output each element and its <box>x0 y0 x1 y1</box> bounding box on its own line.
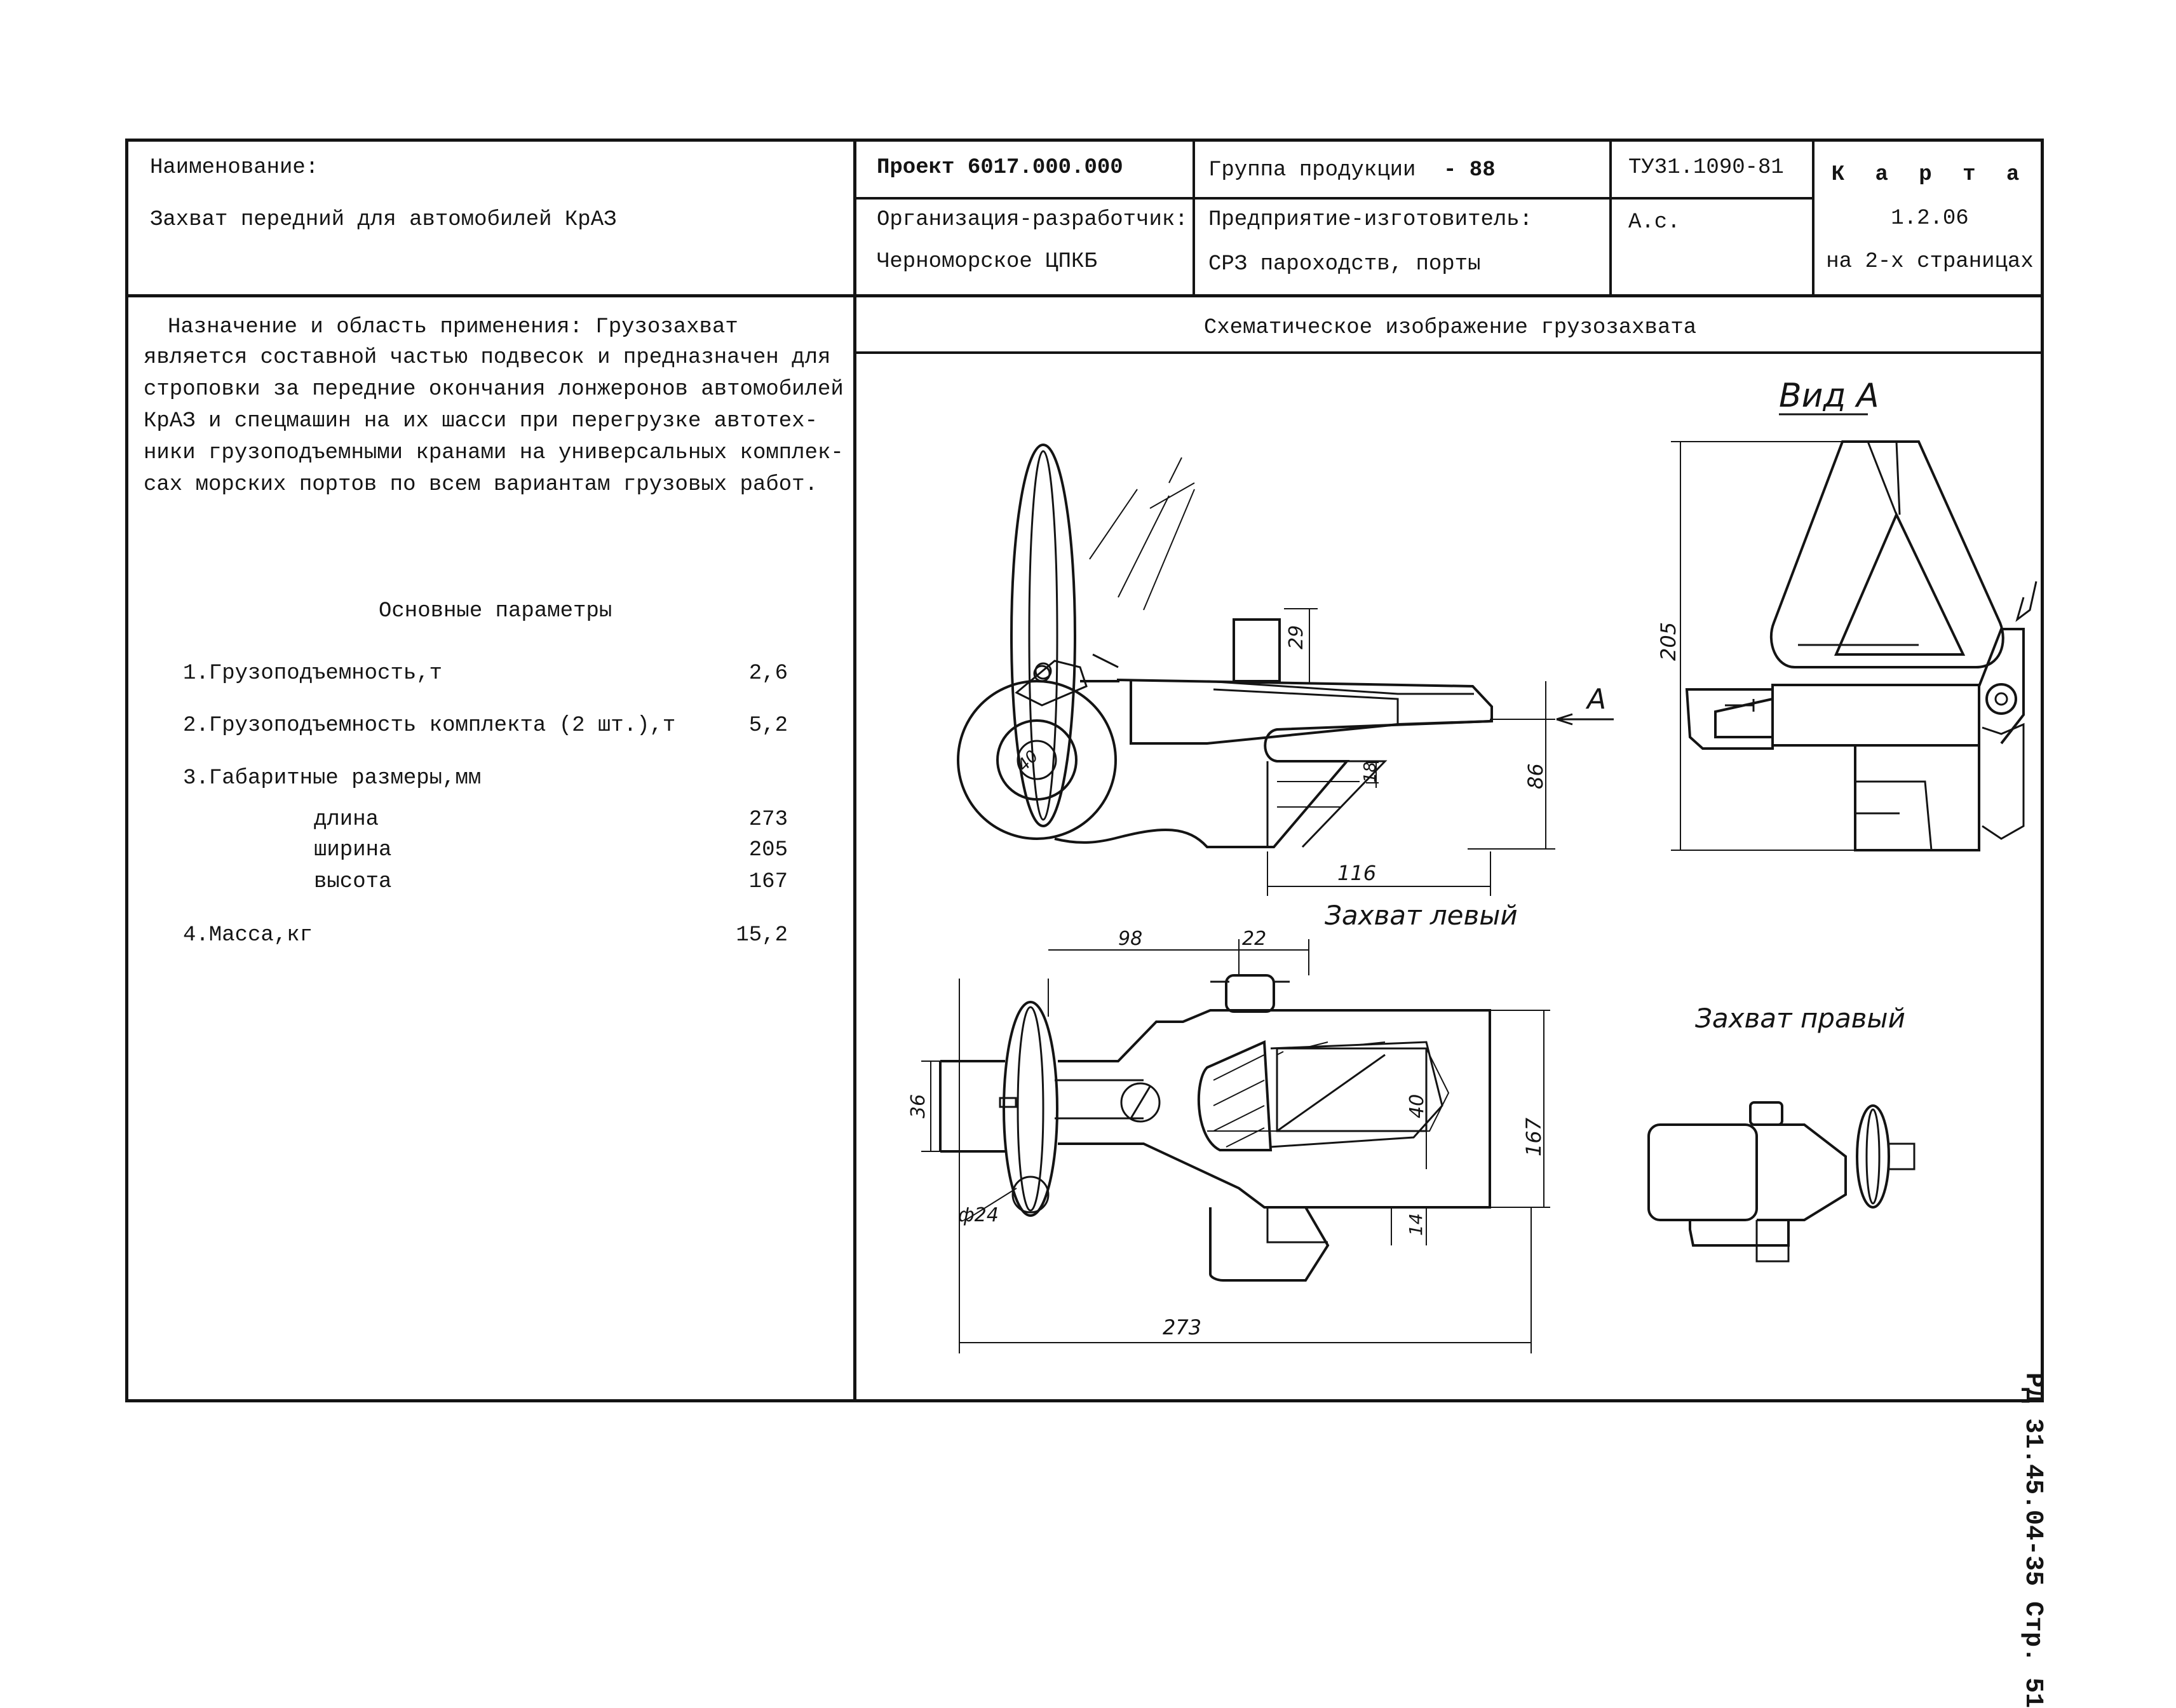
purpose-line: Назначение и область применения: Грузоза… <box>168 315 738 339</box>
purpose-line: строповки за передние окончания лонжерон… <box>144 377 844 402</box>
name-value: Захват передний для автомобилей КрАЗ <box>150 208 617 232</box>
right-grab-caption: Захват правый <box>1695 1003 1905 1034</box>
param-label: 3.Габаритные размеры,мм <box>183 766 482 790</box>
purpose-line: является составной частью подвесок и пре… <box>144 346 831 370</box>
manufacturer-label: Предприятие-изготовитель: <box>1208 208 1533 232</box>
dim-label-36: 36 <box>907 1094 929 1118</box>
view-a-lower-block <box>1854 744 1980 851</box>
product-group-label: Группа продукции <box>1208 158 1416 182</box>
jaw <box>1130 681 1492 745</box>
dim-label-24: ф24 <box>958 1204 999 1226</box>
column-divider-group <box>1193 139 1195 296</box>
column-divider-tu <box>1609 139 1612 296</box>
right-grab-body <box>1647 1123 1758 1221</box>
card-title: К а р т а <box>1831 163 2029 187</box>
param-label: 4.Масса,кг <box>183 923 313 947</box>
column-divider-main <box>853 139 856 1402</box>
arrow-a-label: А <box>1585 683 1606 715</box>
clamp-body <box>1054 678 1493 848</box>
lower-jaw-plan <box>1209 1206 1330 1282</box>
view-a-label: Вид А <box>1779 377 1879 415</box>
column-divider-card <box>1812 139 1814 296</box>
dim-label-116: 116 <box>1337 861 1376 885</box>
right-grab-sheave <box>1856 1104 1890 1209</box>
dim-label-18: 18 <box>1361 762 1380 783</box>
right-grab-jaw <box>1689 1220 1790 1247</box>
header-middle-line <box>853 197 1814 200</box>
dim-label-22: 22 <box>1242 928 1266 950</box>
drawing-title: Схематическое изображение грузозахвата <box>1203 316 1697 340</box>
card-pages: на 2-х страницах <box>1826 250 2034 274</box>
document-frame <box>125 139 2044 1402</box>
param-value: 167 <box>748 870 788 894</box>
param-value: 15,2 <box>736 923 788 947</box>
dim-label-167: 167 <box>1522 1117 1546 1156</box>
triangle-frame-outer <box>1769 440 2004 668</box>
purpose-line: ники грузоподъемными кранами на универса… <box>144 441 844 465</box>
axle <box>939 1060 1005 1153</box>
product-group-code: - 88 <box>1443 158 1496 182</box>
name-label: Наименование: <box>150 156 319 180</box>
drawing-title-line <box>853 351 2044 354</box>
hook-ring-outer <box>957 680 1117 840</box>
sheave-tilt-ghost <box>1089 457 1195 611</box>
param-value: 273 <box>748 808 788 832</box>
param-label: 1.Грузоподъемность,т <box>183 661 443 686</box>
purpose-line: КрАЗ и спецмашин на их шасси при перегру… <box>144 409 818 433</box>
params-title: Основные параметры <box>379 599 612 623</box>
param-label: ширина <box>314 838 392 862</box>
sheave-plan <box>1003 1001 1058 1217</box>
pin-block <box>1233 618 1281 682</box>
arrow-a <box>1556 713 1614 726</box>
dim-lines-left-plan <box>921 939 1550 1353</box>
header-bottom-line <box>125 294 2044 297</box>
param-value: 2,6 <box>748 661 788 686</box>
view-a-body <box>1771 684 1980 747</box>
sheave-side <box>1010 444 1076 827</box>
developer-value: Черноморское ЦПКБ <box>877 250 1097 274</box>
triangle-frame-inner <box>1834 512 1966 656</box>
param-value: 5,2 <box>748 714 788 738</box>
dim-label-29: 29 <box>1285 625 1308 649</box>
view-a <box>1671 440 2037 851</box>
view-a-latch <box>1978 628 2025 745</box>
view-a-jaw <box>1685 688 1774 750</box>
right-grab-pin <box>1749 1101 1783 1126</box>
param-label: 2.Грузоподъемность комплекта (2 шт.),т <box>183 714 676 738</box>
developer-label: Организация-разработчик: <box>877 208 1188 232</box>
dim-label-14: 14 <box>1405 1213 1426 1236</box>
param-value: 205 <box>748 838 788 862</box>
left-grab-side-view <box>957 444 1614 896</box>
dim-205 <box>1671 441 1855 851</box>
hook-ring-inner <box>996 719 1078 801</box>
project-number: Проект 6017.000.000 <box>877 156 1123 180</box>
dim-lines-left-side <box>1267 608 1555 896</box>
param-label: высота <box>314 870 392 894</box>
dim-label-98: 98 <box>1118 928 1142 950</box>
dim-label-40b: 40 <box>1406 1094 1428 1118</box>
pin-plan <box>1225 974 1275 1013</box>
param-label: длина <box>314 808 379 832</box>
left-grab-caption: Захват левый <box>1325 900 1518 931</box>
technical-drawing: 29 86 116 18 40 98 22 36 40 167 ф24 14 2… <box>907 377 2037 1353</box>
side-document-code: РД 31.45.04-35 Стр. 51 <box>2018 1372 2047 1708</box>
dim-label-273: 273 <box>1163 1315 1201 1339</box>
view-a-pin <box>1985 683 2017 715</box>
dim-label-86: 86 <box>1524 763 1548 789</box>
rotation-mark <box>1120 1082 1161 1123</box>
tu-number: ТУ31.1090-81 <box>1628 156 1784 180</box>
dim-label-205: 205 <box>1656 622 1680 661</box>
purpose-line: сах морских портов по всем вариантам гру… <box>144 473 818 497</box>
right-grab-view <box>1647 1101 1916 1263</box>
left-grab-plan-view <box>921 939 1550 1353</box>
manufacturer-value: СРЗ пароходств, порты <box>1208 252 1481 276</box>
doc-type: А.с. <box>1628 210 1680 234</box>
card-number: 1.2.06 <box>1891 207 1969 231</box>
clamp-lower-wedge <box>1266 760 1388 848</box>
